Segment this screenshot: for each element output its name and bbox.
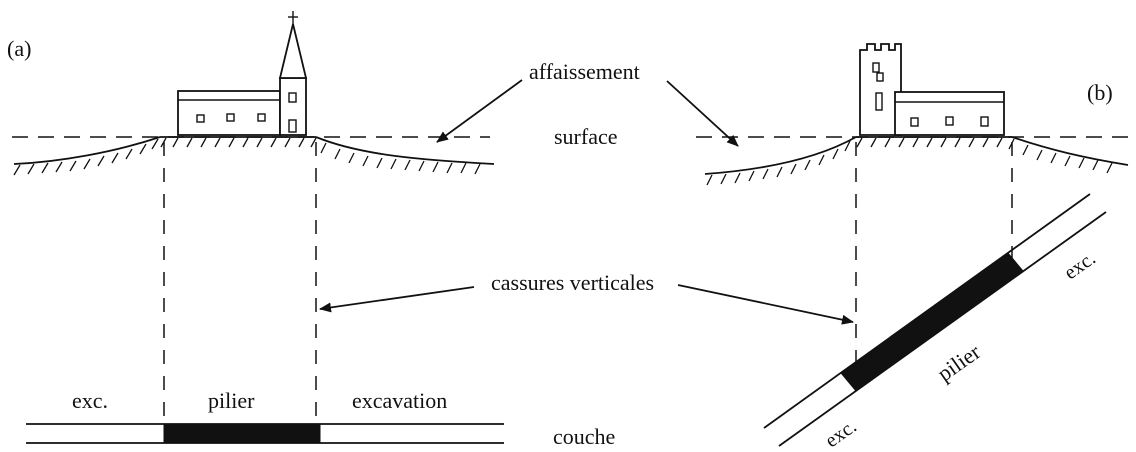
label-excavation-a: excavation [352,388,447,413]
pillar-block-b [840,252,1024,392]
label-exc-upper-b: exc. [1060,247,1099,284]
arrow-cassures-right [677,284,854,325]
ground-hatching-b [706,137,1113,186]
pillar-block-a [163,423,321,444]
label-exc-left-a: exc. [72,388,108,413]
label-surface: surface [554,124,618,149]
center-annotations: affaissement surface cassures verticales… [319,59,854,449]
arrow-cassures-left [319,286,475,313]
panel-b: (b) pilier exc. exc. [696,43,1136,452]
ground-profile-right-a [315,136,495,165]
castle-building-b [859,43,1005,136]
label-cassures-verticales: cassures verticales [491,270,654,295]
label-exc-lower-b: exc. [821,415,860,452]
label-couche: couche [553,424,615,449]
label-pilier-a: pilier [208,388,255,413]
arrow-affaissement-right [666,80,739,147]
panel-a: (a) exc. pil [7,11,504,444]
ground-profile-left-a [13,136,161,165]
label-pilier-b: pilier [933,339,986,386]
panel-b-label: (b) [1087,80,1113,105]
church-building-a [177,11,308,136]
panel-a-label: (a) [7,36,31,61]
ground-profile-right-b [1011,136,1129,166]
label-affaissement: affaissement [529,59,640,84]
ground-profile-left-b [704,136,857,175]
arrow-affaissement-left [436,79,523,143]
